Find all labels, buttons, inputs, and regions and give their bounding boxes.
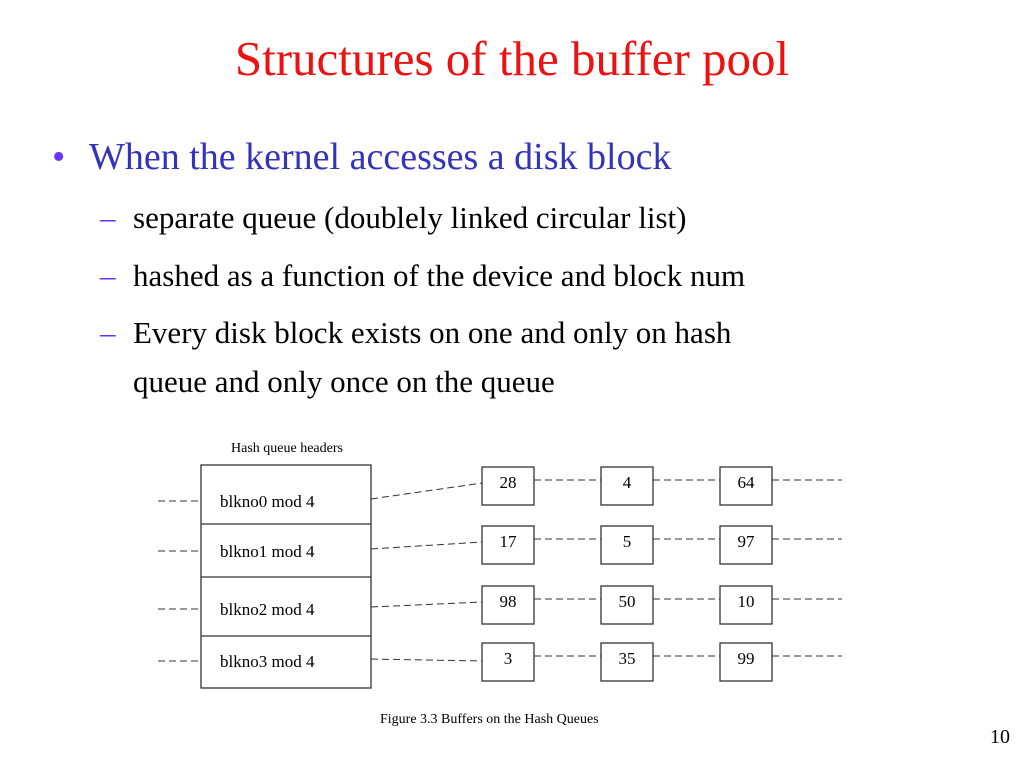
buffer-block-number: 5 [623, 532, 632, 551]
buffer-block-number: 3 [504, 649, 513, 668]
figure-caption: Figure 3.3 Buffers on the Hash Queues [380, 712, 599, 727]
dash-icon: – [100, 258, 116, 293]
dash-icon: – [100, 315, 116, 350]
forward-link-line [370, 658, 483, 662]
buffer-block-number: 64 [738, 473, 756, 492]
header-label: Hash queue headers [231, 441, 343, 456]
buffer-box [481, 466, 535, 506]
page-number: 10 [990, 726, 1010, 748]
buffer-block-number: 35 [619, 649, 636, 668]
queue-header-label: blkno1 mod 4 [220, 542, 315, 561]
slide-title: Structures of the buffer pool [234, 31, 790, 86]
forward-link-line [370, 482, 483, 500]
buffer-block-number: 17 [500, 532, 518, 551]
dash-icon: – [100, 200, 116, 235]
sub-bullet-text-cont: queue and only once on the queue [133, 364, 555, 399]
buffer-box [600, 525, 654, 565]
queue-header-label: blkno3 mod 4 [220, 652, 315, 671]
main-bullet-text: When the kernel accesses a disk block [89, 136, 672, 178]
queue-header-label: blkno2 mod 4 [220, 600, 315, 619]
buffer-box [719, 466, 773, 506]
buffer-box [600, 466, 654, 506]
forward-link-line [370, 601, 483, 608]
buffer-block-number: 10 [738, 592, 755, 611]
forward-link-line [370, 541, 483, 550]
diagram-body: blkno0 mod 4 28 4 64 blkno1 mod 4 17 5 97 blkno2… [158, 464, 842, 689]
sub-bullet-text: hashed as a function of the device and b… [133, 258, 746, 293]
buffer-box [600, 585, 654, 625]
buffer-box [719, 525, 773, 565]
buffer-box [481, 642, 535, 682]
sub-bullet-text: separate queue (doublely linked circular… [133, 200, 687, 235]
queue-header-label: blkno0 mod 4 [220, 492, 315, 511]
bullet-dot-icon: • [52, 136, 66, 178]
sub-bullet-text: Every disk block exists on one and only … [133, 315, 732, 350]
buffer-box [481, 585, 535, 625]
buffer-block-number: 99 [738, 649, 755, 668]
buffer-block-number: 98 [500, 592, 517, 611]
buffer-block-number: 4 [623, 473, 632, 492]
buffer-box [719, 642, 773, 682]
buffer-block-number: 50 [619, 592, 636, 611]
buffer-block-number: 97 [738, 532, 756, 551]
buffer-block-number: 28 [500, 473, 517, 492]
buffer-box [481, 525, 535, 565]
buffer-box [719, 585, 773, 625]
buffer-box [600, 642, 654, 682]
